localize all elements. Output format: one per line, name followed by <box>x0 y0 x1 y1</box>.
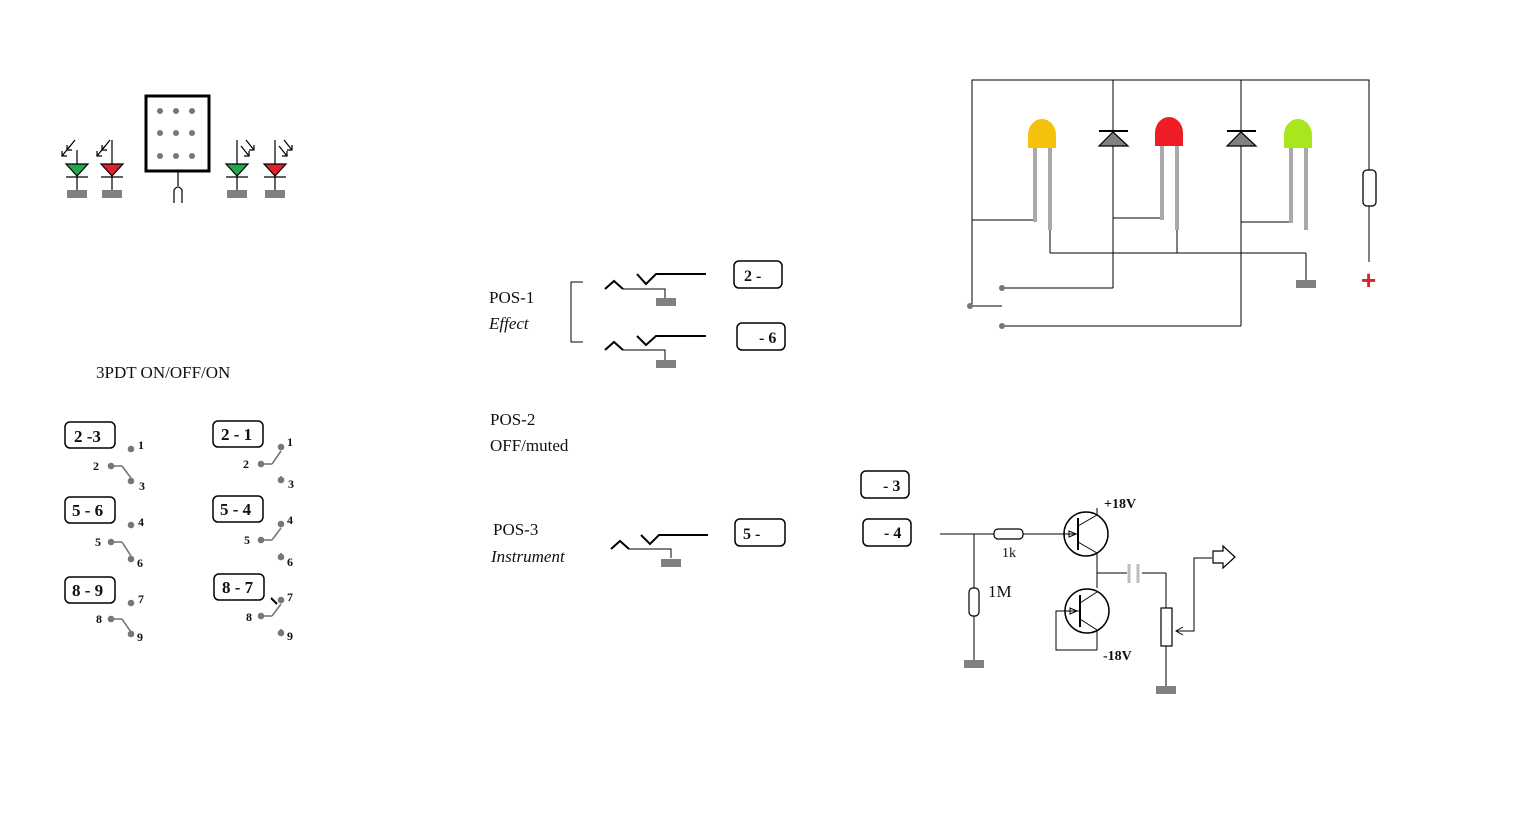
led-yellow <box>1028 119 1056 230</box>
position-1-group: POS-1 Effect 2 - - 6 <box>488 260 786 368</box>
switch-box-left-2 <box>64 496 116 524</box>
indicator-led-green-right <box>224 139 255 198</box>
pos1-box-b <box>736 322 786 351</box>
buffer-box-upper-label: - 3 <box>883 478 900 495</box>
switch-box-left-1 <box>64 421 116 449</box>
pos3-box-a-label: 5 - <box>743 526 760 543</box>
pin-label: 8 <box>246 610 252 624</box>
pos1-box-a <box>733 260 783 289</box>
switch-box-right-2 <box>212 495 264 523</box>
switch-box-left-1-label: 2 -3 <box>74 427 101 446</box>
pos1-sub: Effect <box>488 314 530 333</box>
pin-label: 4 <box>287 513 293 527</box>
pin-label: 9 <box>137 630 143 644</box>
resistor-1k-label: 1k <box>1002 546 1016 561</box>
switch-title: 3PDT ON/OFF/ON <box>96 363 230 382</box>
pin-label: 4 <box>138 515 144 529</box>
switch-box-right-2-label: 5 - 4 <box>220 500 252 519</box>
pin-label: 5 <box>95 535 101 549</box>
v-neg-label: -18V <box>1103 649 1132 664</box>
switch-box-right-1 <box>212 420 264 448</box>
buffer-box-lower-label: - 4 <box>884 525 901 542</box>
indicator-led-group <box>61 94 293 203</box>
switch-column-left: 2 -3 1 2 3 5 - 6 4 5 6 8 - 9 7 8 9 <box>64 421 145 644</box>
pos2-label: POS-2 <box>490 410 535 429</box>
indicator-led-green-left <box>61 139 90 198</box>
position-3-group: POS-3 Instrument 5 - <box>490 518 786 567</box>
pin-label: 9 <box>287 629 293 643</box>
indicator-led-red-right <box>262 139 293 198</box>
pos3-box-a <box>734 518 786 547</box>
pin-label: 3 <box>288 477 294 491</box>
switch-box-left-2-label: 5 - 6 <box>72 501 103 520</box>
led-green <box>1284 119 1312 230</box>
pin-label: 7 <box>138 592 144 606</box>
pos1-label: POS-1 <box>489 288 534 307</box>
jack-effect-return <box>604 335 706 368</box>
pin-label: 8 <box>96 612 102 626</box>
buffer-box-lower <box>862 518 912 547</box>
pin-label: 7 <box>287 590 293 604</box>
pin-label: 6 <box>287 555 293 569</box>
ground-symbol <box>1296 280 1316 288</box>
indicator-led-red-left <box>96 139 125 198</box>
jack-effect-send <box>604 273 706 306</box>
pin-label: 1 <box>138 438 144 452</box>
led-circuit: + <box>967 79 1377 329</box>
pin-label: 6 <box>137 556 143 570</box>
pin-label: 2 <box>93 459 99 473</box>
switch-box-left-3-label: 8 - 9 <box>72 581 103 600</box>
v-pos-label: +18V <box>1104 497 1136 512</box>
switch-box-right-1-label: 2 - 1 <box>221 425 252 444</box>
switch-box-right-3 <box>213 573 265 601</box>
pos2-sub: OFF/muted <box>490 436 569 455</box>
supply-plus-label: + <box>1361 265 1376 295</box>
pin-label: 3 <box>139 479 145 493</box>
pos3-label: POS-3 <box>493 520 538 539</box>
switch-column-right: 2 - 1 1 2 3 5 - 4 4 5 6 8 - 7 7 8 9 <box>212 420 294 643</box>
switch-box-left-3 <box>64 576 116 604</box>
pos1-box-a-label: 2 - <box>744 268 761 285</box>
switch-box-right-3-label: 8 - 7 <box>222 578 254 597</box>
pin-label: 1 <box>287 435 293 449</box>
footswitch-3pdt <box>144 94 211 203</box>
pin-label: 2 <box>243 457 249 471</box>
pos3-sub: Instrument <box>490 547 566 566</box>
pos1-box-b-label: - 6 <box>759 330 776 347</box>
ground-symbol <box>1156 686 1176 694</box>
pin-label: 5 <box>244 533 250 547</box>
buffer-circuit: - 3 - 4 <box>860 470 1236 694</box>
resistor-1m-label: 1M <box>988 582 1012 601</box>
jack-instrument <box>610 534 708 567</box>
position-2-group: POS-2 OFF/muted <box>490 410 569 455</box>
buffer-box-upper <box>860 470 910 499</box>
led-red <box>1155 117 1183 230</box>
ground-symbol <box>964 660 984 668</box>
